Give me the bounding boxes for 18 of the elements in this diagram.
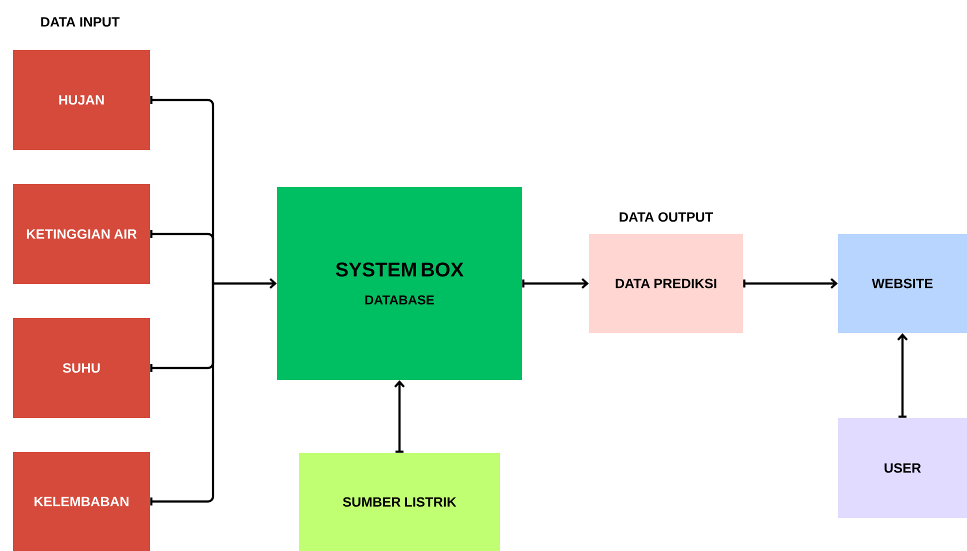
- user-box: USER: [838, 418, 967, 518]
- arrow: [394, 380, 405, 453]
- process-box: DATA PREDIKSI: [589, 234, 743, 333]
- power-box: SUMBER LISTRIK: [299, 453, 500, 551]
- sensor-box: HUJAN: [13, 50, 150, 150]
- heading: DATA OUTPUT: [620, 212, 714, 222]
- connector-line: [150, 230, 214, 284]
- arrow: [743, 278, 838, 289]
- arrow: [522, 278, 589, 289]
- connector-line: [150, 284, 214, 506]
- website-box: WEBSITE: [838, 234, 967, 333]
- arrow: [897, 333, 908, 418]
- arrow: [213, 278, 277, 289]
- sensor-box: SUHU: [13, 318, 150, 418]
- sensor-box: KELEMBABAN: [13, 452, 150, 551]
- system-box: SYSTEM BOX DATABASE: [277, 187, 522, 380]
- heading: DATA INPUT: [41, 17, 120, 27]
- sensor-box: KETINGGIAN AIR: [13, 184, 150, 284]
